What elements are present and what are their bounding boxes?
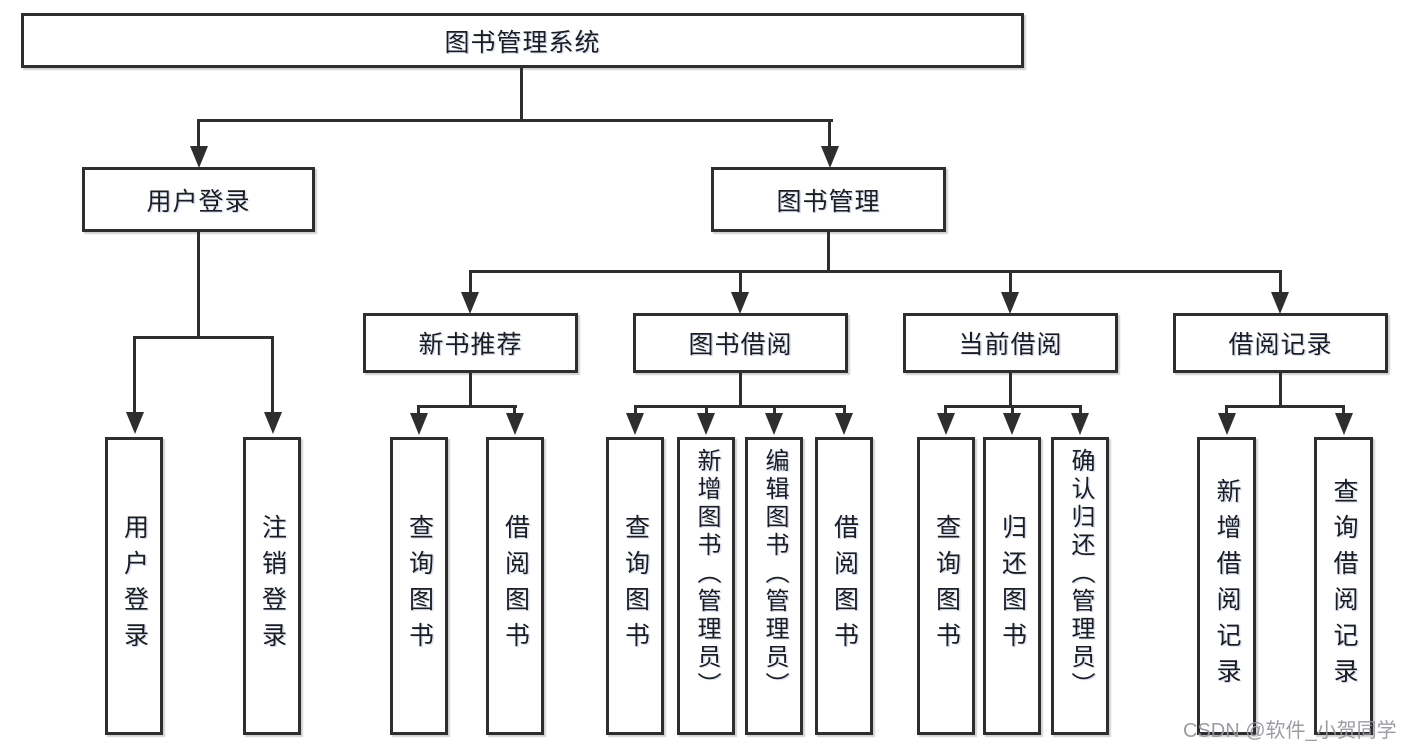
connector-line — [739, 373, 742, 405]
arrowhead-down-icon — [765, 413, 783, 435]
connector-line — [828, 119, 831, 146]
leaf-edit-books-admin: 编辑图书（管理员） — [745, 437, 803, 735]
connector-line — [1225, 405, 1345, 408]
connector-line — [469, 270, 1282, 273]
leaf-borrow-books-2: 借阅图书 — [815, 437, 873, 735]
arrowhead-down-icon — [1001, 292, 1019, 314]
connector-line — [827, 232, 830, 270]
leaf-borrow-books-2-label: 借阅图书 — [830, 514, 859, 658]
node-book-management: 图书管理 — [711, 167, 946, 232]
leaf-add-books-admin-label: 新增图书（管理员） — [693, 448, 720, 700]
arrowhead-down-icon — [626, 413, 644, 435]
connector-root-hline — [197, 119, 833, 122]
connector-line — [739, 270, 742, 293]
connector-line — [469, 373, 472, 405]
leaf-query-books-1: 查询图书 — [390, 437, 448, 735]
arrowhead-down-icon — [1003, 413, 1021, 435]
leaf-confirm-return-admin-label: 确认归还（管理员） — [1067, 448, 1094, 700]
leaf-logout-label: 注销登录 — [258, 514, 287, 658]
connector-line — [133, 336, 274, 339]
arrowhead-down-icon — [821, 146, 839, 168]
arrowhead-down-icon — [937, 413, 955, 435]
leaf-borrow-books-1-label: 借阅图书 — [501, 514, 530, 658]
connector-line — [513, 405, 516, 413]
connector-line — [417, 405, 420, 413]
node-borrowing-records-label: 借阅记录 — [1228, 331, 1333, 359]
connector-line — [773, 405, 776, 413]
leaf-query-books-2-label: 查询图书 — [621, 514, 650, 658]
node-new-book-recommend-label: 新书推荐 — [418, 331, 523, 359]
leaf-query-books-2: 查询图书 — [606, 437, 664, 735]
connector-line — [634, 405, 637, 413]
connector-line — [197, 232, 200, 336]
node-user-login-label: 用户登录 — [146, 187, 251, 216]
connector-line — [469, 270, 472, 293]
arrowhead-down-icon — [1218, 413, 1236, 435]
leaf-user-login-label: 用户登录 — [120, 514, 149, 658]
connector-line — [271, 336, 274, 412]
node-root-label: 图书管理系统 — [444, 28, 601, 57]
arrowhead-down-icon — [190, 146, 208, 168]
connector-line — [197, 119, 200, 146]
leaf-return-books: 归还图书 — [983, 437, 1041, 735]
node-current-borrowing-label: 当前借阅 — [958, 331, 1063, 359]
arrowhead-down-icon — [835, 413, 853, 435]
connector-line — [1225, 405, 1228, 413]
leaf-query-books-1-label: 查询图书 — [405, 514, 434, 658]
leaf-add-books-admin: 新增图书（管理员） — [677, 437, 735, 735]
connector-line — [705, 405, 708, 413]
node-current-borrowing: 当前借阅 — [903, 313, 1118, 373]
arrowhead-down-icon — [461, 292, 479, 314]
node-root: 图书管理系统 — [21, 13, 1024, 68]
connector-line — [1279, 270, 1282, 293]
leaf-query-borrow-record: 查询借阅记录 — [1314, 437, 1373, 735]
node-book-management-label: 图书管理 — [776, 187, 881, 216]
arrowhead-down-icon — [1271, 292, 1289, 314]
node-user-login: 用户登录 — [82, 167, 315, 232]
connector-line — [944, 405, 947, 413]
connector-line — [1011, 405, 1014, 413]
leaf-return-books-label: 归还图书 — [998, 514, 1027, 658]
node-borrowing-records: 借阅记录 — [1173, 313, 1388, 373]
leaf-confirm-return-admin: 确认归还（管理员） — [1051, 437, 1109, 735]
connector-line — [1079, 405, 1082, 413]
connector-line — [1009, 373, 1012, 405]
leaf-add-borrow-record: 新增借阅记录 — [1197, 437, 1256, 735]
connector-line — [843, 405, 846, 413]
leaf-query-books-3: 查询图书 — [917, 437, 975, 735]
arrowhead-down-icon — [126, 412, 144, 434]
connector-line — [1279, 373, 1282, 405]
connector-line — [1009, 270, 1012, 293]
leaf-logout: 注销登录 — [243, 437, 301, 735]
node-book-borrowing-label: 图书借阅 — [688, 331, 793, 359]
arrowhead-down-icon — [697, 413, 715, 435]
csdn-watermark: CSDN @软件_小贺同学 — [1183, 720, 1397, 742]
leaf-borrow-books-1: 借阅图书 — [486, 437, 544, 735]
arrowhead-down-icon — [1071, 413, 1089, 435]
leaf-user-login: 用户登录 — [105, 437, 163, 735]
connector-line — [133, 336, 136, 412]
connector-line — [1342, 405, 1345, 413]
arrowhead-down-icon — [410, 413, 428, 435]
connector-line — [417, 405, 517, 408]
arrowhead-down-icon — [506, 413, 524, 435]
connector-line — [634, 405, 845, 408]
leaf-query-borrow-record-label: 查询借阅记录 — [1330, 478, 1358, 694]
arrowhead-down-icon — [1335, 413, 1353, 435]
arrowhead-down-icon — [264, 412, 282, 434]
node-book-borrowing: 图书借阅 — [633, 313, 848, 373]
leaf-add-borrow-record-label: 新增借阅记录 — [1213, 478, 1241, 694]
leaf-edit-books-admin-label: 编辑图书（管理员） — [761, 448, 788, 700]
leaf-query-books-3-label: 查询图书 — [932, 514, 961, 658]
connector-root-stem — [520, 68, 523, 120]
arrowhead-down-icon — [731, 292, 749, 314]
node-new-book-recommend: 新书推荐 — [363, 313, 578, 373]
